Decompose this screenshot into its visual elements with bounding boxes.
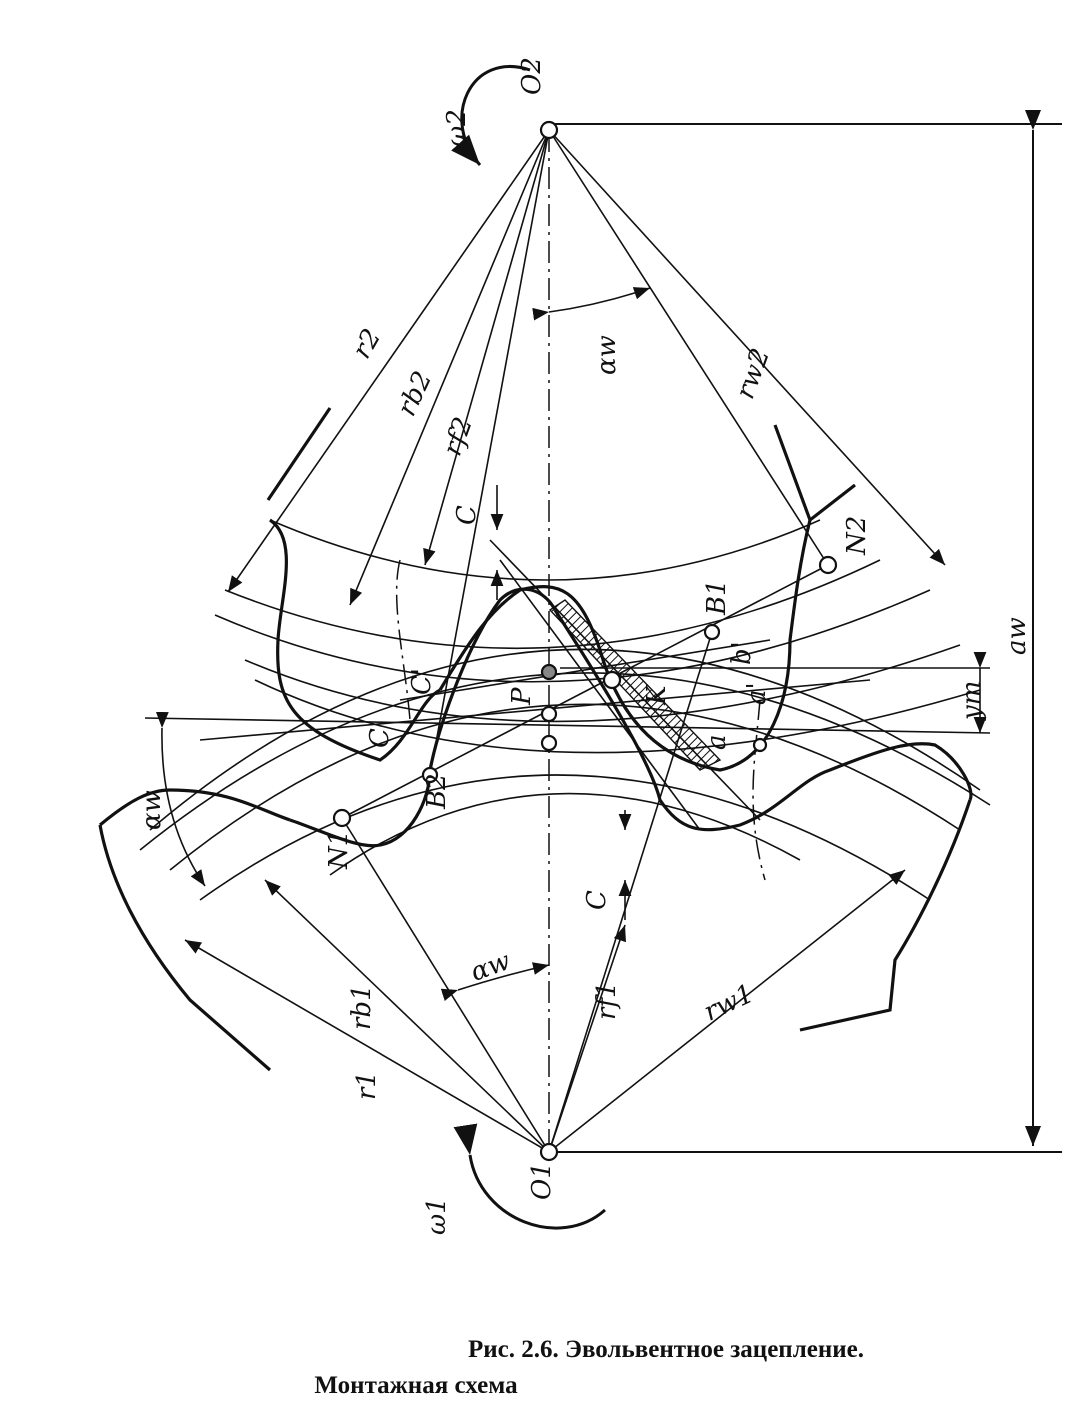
label-c-top: C [452,505,482,525]
label-n1: N1 [324,830,354,870]
point-p [540,705,558,723]
label-alpha-w-top: αw [592,335,622,375]
angle-arcs [155,287,651,1001]
label-p: P [507,687,537,706]
label-b1: B1 [702,579,732,616]
label-rw1: rw1 [699,979,758,1028]
label-aw: aw [1002,617,1032,655]
point-b1 [703,623,721,641]
point-lower [540,734,558,752]
line-of-action [144,539,991,831]
label-b2: B2 [422,773,452,810]
point-a [752,737,768,753]
point-k [602,670,622,690]
point-n1 [332,808,352,828]
label-alpha-w-bottom: αw [467,946,515,988]
label-a-prime: a' [742,682,772,705]
contact-strip [548,599,722,771]
label-c-prime: C' [407,668,437,695]
label-o1: O1 [527,1162,557,1200]
caption-line1: Рис. 2.6. Эвольвентное зацепление. [468,1336,864,1363]
label-omega1: ω1 [422,1197,452,1235]
label-n2: N2 [842,516,872,556]
point-o1 [539,1142,559,1162]
label-r1: r1 [352,1071,382,1100]
gear1-circles [139,648,991,901]
point-b2 [421,766,439,784]
point-upper [540,663,558,681]
label-a: a [702,734,732,750]
gear1-teeth [98,587,973,1072]
label-r2: r2 [347,324,387,364]
o2-radii [227,129,946,776]
clearance-arrows [490,485,632,920]
label-b-prime: b' [727,641,757,665]
label-k: K [642,684,672,706]
label-rf1: rf1 [592,981,622,1020]
label-o2: O2 [517,57,547,95]
point-n2 [818,555,838,575]
rotation-arrows [451,65,606,1230]
label-alpha-w-left: αw [137,790,167,830]
points [332,120,838,1162]
label-c-bottom: C [582,890,612,910]
label-rb1: rb1 [347,984,377,1030]
caption-line2: Монтажная схема [314,1372,518,1399]
aw-dimension [555,110,1062,1153]
label-ym: ym [957,681,987,721]
label-omega2: ω2 [442,109,472,147]
gear2-circles [214,519,981,754]
label-c-left: C [365,728,395,748]
label-rw2: rw2 [730,345,776,403]
label-rf2: rf2 [438,413,479,460]
point-o2 [539,120,559,140]
